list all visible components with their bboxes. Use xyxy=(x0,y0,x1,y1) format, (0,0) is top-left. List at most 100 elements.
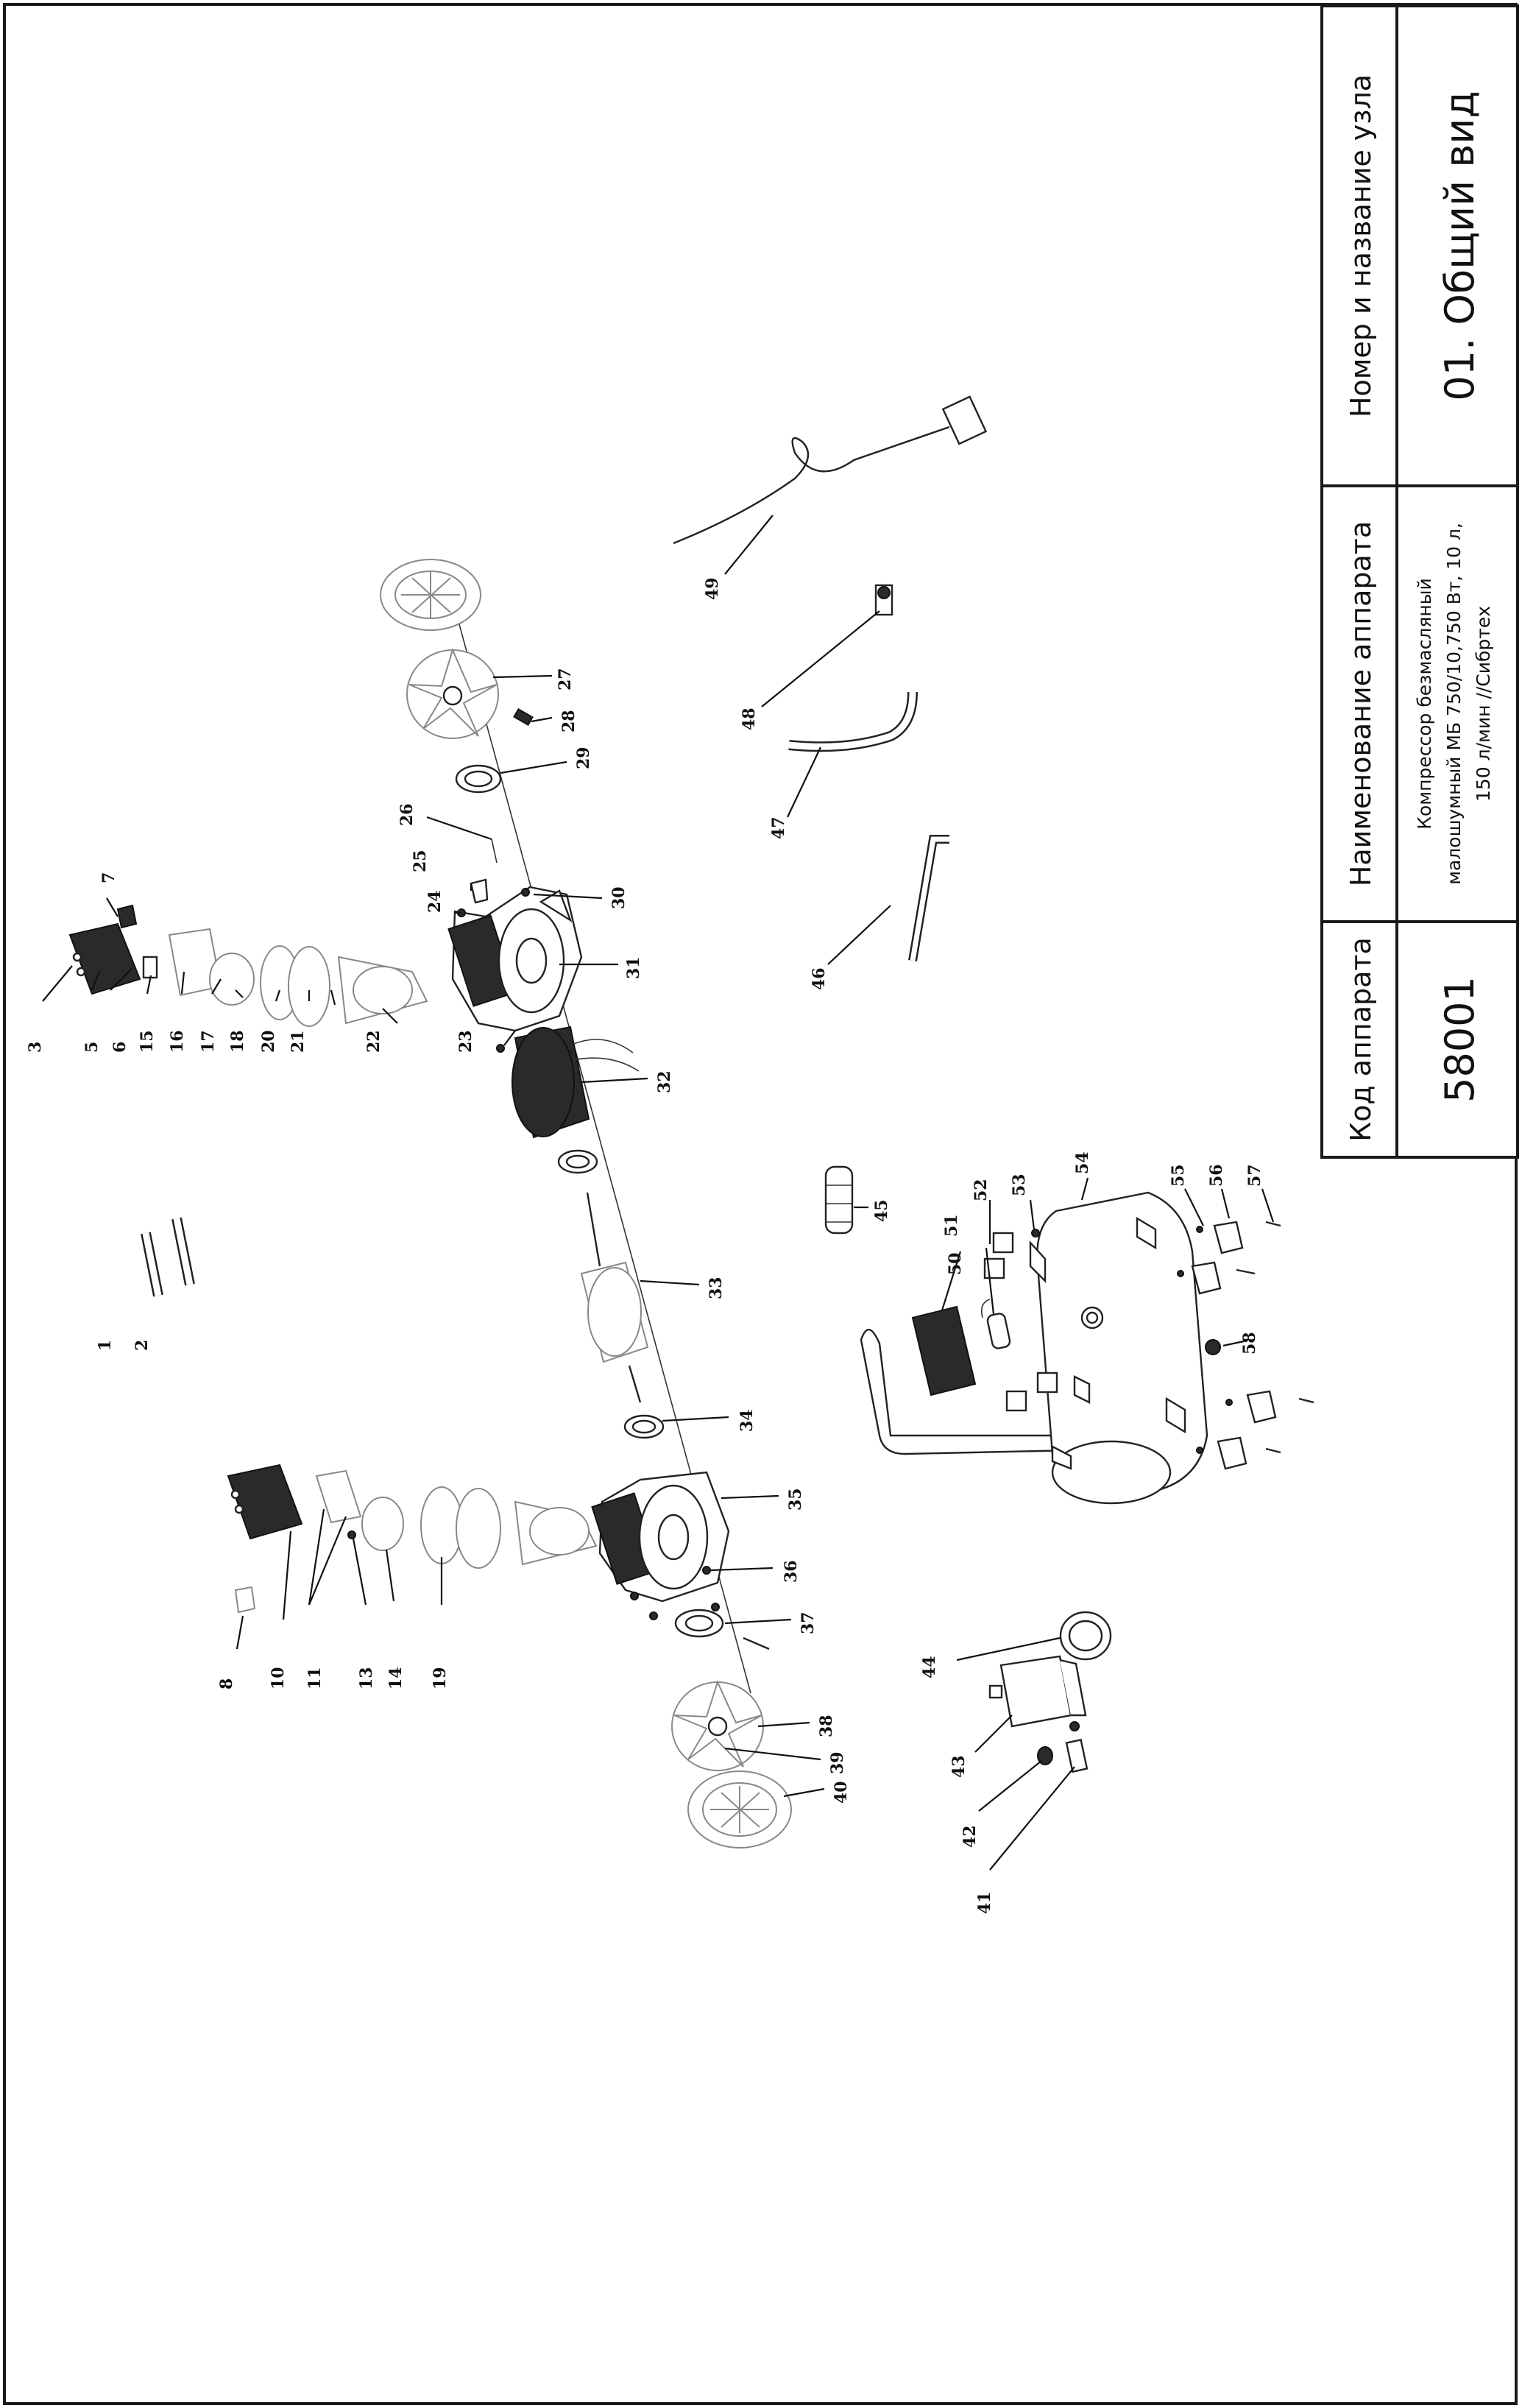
title-block: Номер и название узла 01. Общий вид Наим… xyxy=(1320,4,1519,1159)
callout-25: 25 xyxy=(411,850,430,872)
callout-50: 50 xyxy=(946,1252,965,1275)
callout-2: 2 xyxy=(132,1340,152,1351)
callout-30: 30 xyxy=(609,886,629,909)
rear-fan-cover xyxy=(380,559,481,631)
callout-34: 34 xyxy=(737,1409,757,1432)
callout-11: 11 xyxy=(305,1667,325,1690)
valve-48 xyxy=(874,584,893,616)
callout-38: 38 xyxy=(817,1715,836,1737)
callout-32: 32 xyxy=(655,1070,674,1093)
callout-57: 57 xyxy=(1245,1164,1264,1187)
bracket-25-26 xyxy=(470,838,498,904)
callout-52: 52 xyxy=(971,1179,991,1201)
name-value-line-2: малошумный МБ 750/10,750 Вт, 10 л, xyxy=(1443,523,1465,885)
bearing-upper-rotor xyxy=(557,1149,598,1174)
capacitor-51 xyxy=(980,1299,1011,1349)
pressure-gauge-44 xyxy=(1059,1611,1112,1661)
callout-22: 22 xyxy=(364,1030,383,1053)
callout-29: 29 xyxy=(574,746,593,769)
name-value-line-3: 150 л/мин //Сибртех xyxy=(1473,606,1494,802)
name-label: Наименование аппарата xyxy=(1345,521,1377,886)
callout-43: 43 xyxy=(949,1755,969,1778)
callout-47: 47 xyxy=(769,816,788,839)
callout-55: 55 xyxy=(1169,1164,1188,1187)
callout-7: 7 xyxy=(99,872,118,883)
callout-26: 26 xyxy=(397,803,417,826)
fitting-41 xyxy=(1065,1738,1089,1773)
upper-head-assembly xyxy=(68,922,428,1027)
elbow-fitting-7 xyxy=(116,904,138,929)
elbow-fitting-8 xyxy=(234,1586,256,1614)
callout-33: 33 xyxy=(707,1277,726,1299)
callout-24: 24 xyxy=(425,890,445,913)
callout-labels: 1 2 3 5 6 7 8 10 11 13 14 15 16 17 18 19… xyxy=(26,577,1264,1914)
callout-51: 51 xyxy=(942,1214,961,1237)
code-label: Код аппарата xyxy=(1345,937,1377,1142)
callout-10: 10 xyxy=(269,1667,288,1690)
tube-46 xyxy=(908,835,949,962)
fan-impeller-upper xyxy=(406,648,499,739)
callout-1: 1 xyxy=(96,1340,115,1351)
tank-feet-55-56-57 xyxy=(1177,1221,1314,1470)
callout-39: 39 xyxy=(828,1751,847,1774)
callout-49: 49 xyxy=(703,577,722,600)
callout-46: 46 xyxy=(810,967,829,990)
callout-44: 44 xyxy=(920,1656,939,1678)
tubes-1-2 xyxy=(141,1217,195,1297)
callout-leaders xyxy=(42,515,1275,1871)
motor-housing-upper xyxy=(447,886,583,1032)
callout-20: 20 xyxy=(259,1030,278,1053)
power-cord-49 xyxy=(673,395,988,545)
bearing-37 xyxy=(674,1609,770,1650)
lower-head-assembly xyxy=(227,1463,598,1569)
fan-impeller-lower xyxy=(671,1680,764,1771)
callout-27: 27 xyxy=(556,668,575,691)
callout-35: 35 xyxy=(786,1488,805,1511)
callout-36: 36 xyxy=(782,1560,801,1583)
callout-40: 40 xyxy=(832,1781,851,1804)
callout-54: 54 xyxy=(1073,1151,1092,1174)
callout-41: 41 xyxy=(975,1891,994,1914)
motor-housing-lower xyxy=(591,1471,730,1603)
callout-5: 5 xyxy=(82,1042,102,1053)
callout-19: 19 xyxy=(431,1667,450,1690)
callout-13: 13 xyxy=(357,1667,376,1690)
callout-15: 15 xyxy=(138,1030,157,1053)
key-28 xyxy=(513,707,534,727)
callout-8: 8 xyxy=(217,1678,236,1690)
callout-58: 58 xyxy=(1240,1332,1259,1355)
callout-23: 23 xyxy=(456,1030,475,1053)
stator-32 xyxy=(512,1025,640,1139)
drawing-frame xyxy=(3,3,1518,2405)
callout-42: 42 xyxy=(960,1825,980,1848)
bearing-29 xyxy=(455,764,502,794)
code-value: 58001 xyxy=(1437,976,1483,1103)
pressure-switch-43 xyxy=(988,1655,1087,1731)
callout-45: 45 xyxy=(872,1199,891,1222)
rubber-pad-45 xyxy=(824,1165,854,1235)
callout-37: 37 xyxy=(799,1611,818,1634)
callout-28: 28 xyxy=(559,710,578,732)
node-value: 01. Общий вид xyxy=(1437,91,1483,400)
handle-50 xyxy=(911,1305,977,1397)
fitting-42 xyxy=(1037,1746,1053,1765)
bearing-34 xyxy=(623,1414,665,1439)
drain-valve-58 xyxy=(1205,1339,1221,1355)
callout-18: 18 xyxy=(228,1030,247,1053)
callout-48: 48 xyxy=(740,707,759,730)
callout-16: 16 xyxy=(168,1030,187,1053)
callout-3: 3 xyxy=(26,1042,45,1053)
name-value-line-1: Компрессор безмасляный xyxy=(1414,578,1435,829)
callout-53: 53 xyxy=(1010,1173,1029,1196)
air-tank-54 xyxy=(860,1191,1208,1505)
callout-56: 56 xyxy=(1207,1164,1226,1187)
callout-31: 31 xyxy=(624,956,643,979)
node-label: Номер и название узла xyxy=(1345,74,1377,417)
callout-14: 14 xyxy=(386,1667,406,1690)
callout-17: 17 xyxy=(199,1030,218,1053)
rotor-33 xyxy=(580,1192,649,1403)
fan-cover-lower xyxy=(687,1770,792,1849)
callout-6: 6 xyxy=(110,1042,130,1053)
hose-47 xyxy=(788,691,918,752)
